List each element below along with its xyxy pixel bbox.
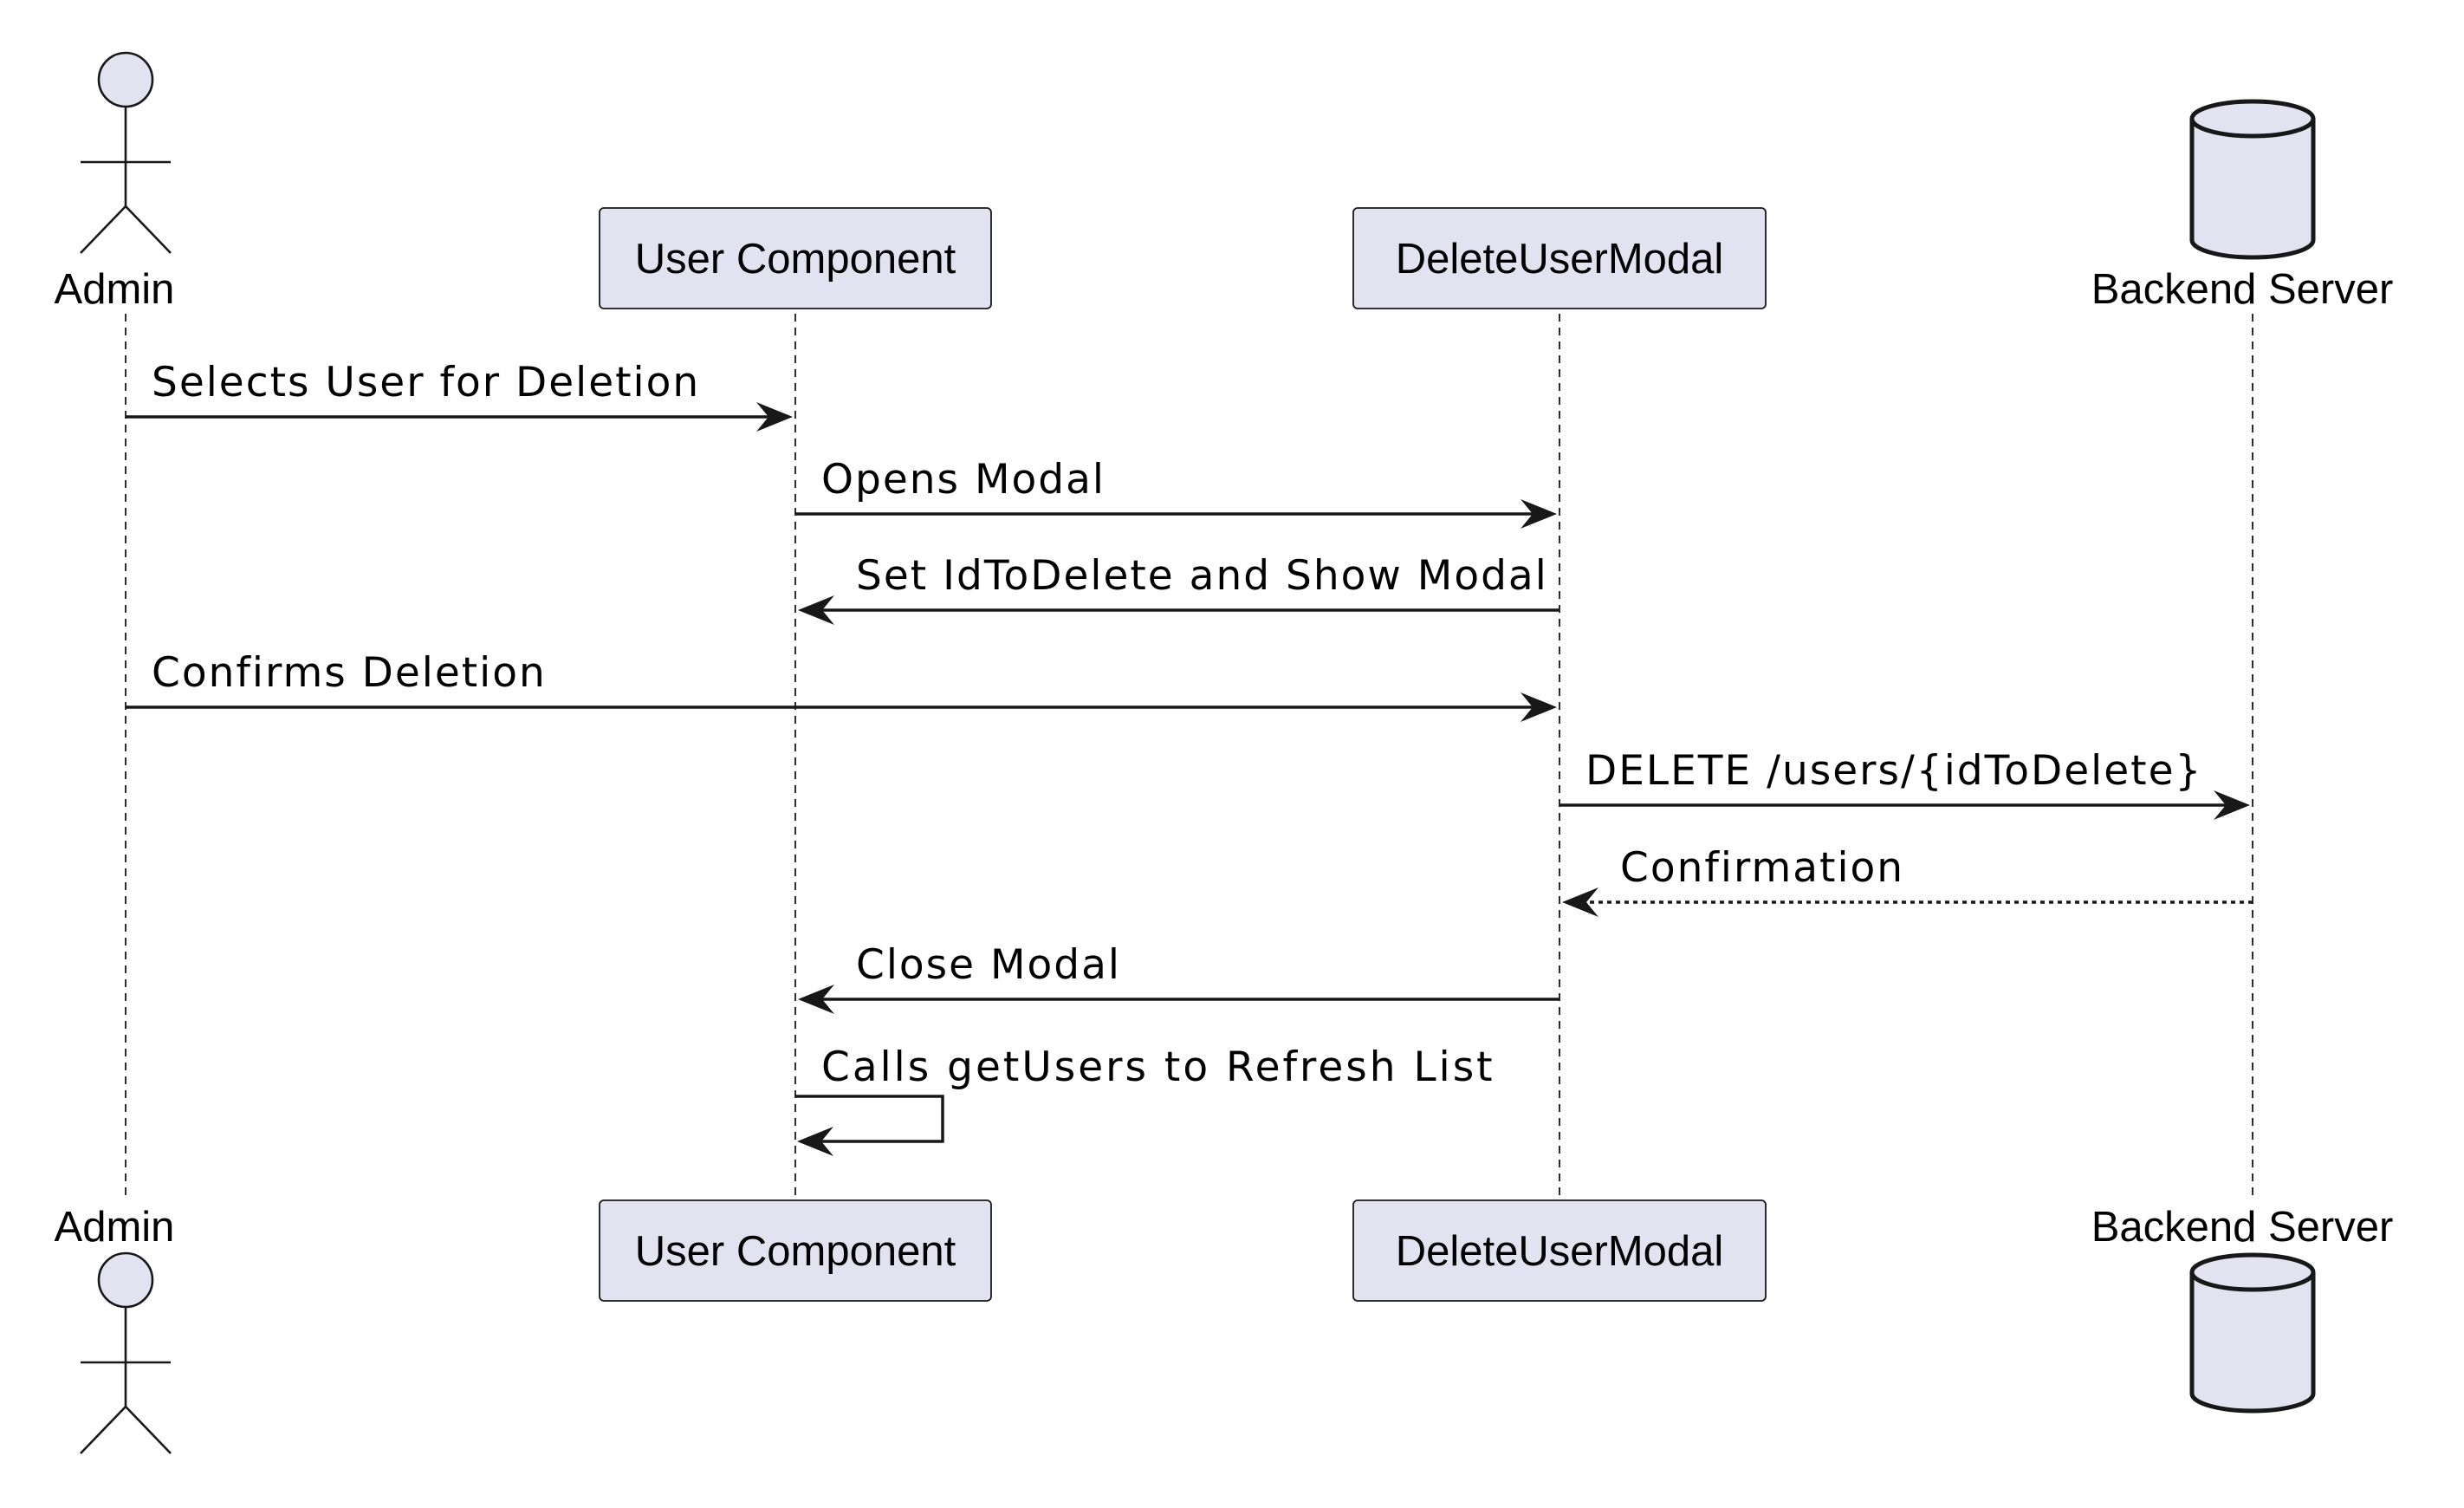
message-6-label: Confirmation — [1620, 844, 1904, 892]
message-5-label: DELETE /users/{idToDelete} — [1585, 747, 2202, 795]
user-component-label-bottom: User Component — [635, 1228, 956, 1275]
admin-actor-bottom-head — [97, 1251, 154, 1309]
backend-server-db-top-cylinder — [2189, 99, 2316, 260]
message-6-arrowhead — [1562, 887, 1598, 917]
message-3-label: Set IdToDelete and Show Modal — [856, 552, 1548, 600]
admin-label-bottom: Admin — [55, 1204, 175, 1251]
user-component-box-top — [599, 207, 992, 309]
admin-actor-bottom-right-leg — [125, 1406, 172, 1454]
message-8-arrow-line — [795, 1095, 944, 1143]
backend-server-db-top-cylinder-rim — [2189, 118, 2316, 139]
admin-actor-top-head — [97, 51, 154, 108]
message-1-label: Selects User for Deletion — [152, 359, 700, 406]
message-1-arrowhead — [756, 402, 793, 432]
backend-server-db-bottom-cylinder — [2189, 1252, 2316, 1414]
message-4-label: Confirms Deletion — [152, 649, 547, 697]
delete-user-modal-label-top: DeleteUserModal — [1396, 236, 1724, 283]
message-3-arrowhead — [798, 595, 834, 625]
admin-actor-top-right-leg — [125, 205, 172, 254]
user-component-label-top: User Component — [635, 236, 956, 283]
message-2-arrowhead — [1521, 499, 1557, 529]
delete-user-modal-label-bottom: DeleteUserModal — [1396, 1228, 1724, 1275]
message-7-label: Close Modal — [856, 941, 1121, 989]
message-8-label: Calls getUsers to Refresh List — [821, 1043, 1495, 1091]
admin-actor-bottom-left-leg — [80, 1406, 126, 1454]
message-2-label: Opens Modal — [821, 456, 1106, 504]
message-4-arrowhead — [1521, 692, 1557, 722]
message-7-arrowhead — [798, 985, 834, 1014]
backend-server-db-bottom-cylinder-rim — [2189, 1271, 2316, 1292]
backend-server-label-bottom: Backend Server — [2091, 1204, 2394, 1251]
message-8-arrowhead — [797, 1127, 833, 1156]
backend-server-label-top: Backend Server — [2091, 266, 2394, 313]
admin-actor-top-left-leg — [80, 205, 126, 254]
user-component-box-bottom — [599, 1199, 992, 1302]
delete-user-modal-box-bottom — [1352, 1199, 1767, 1302]
message-5-arrowhead — [2214, 790, 2250, 820]
admin-label-top: Admin — [55, 266, 175, 313]
delete-user-modal-box-top — [1352, 207, 1767, 309]
